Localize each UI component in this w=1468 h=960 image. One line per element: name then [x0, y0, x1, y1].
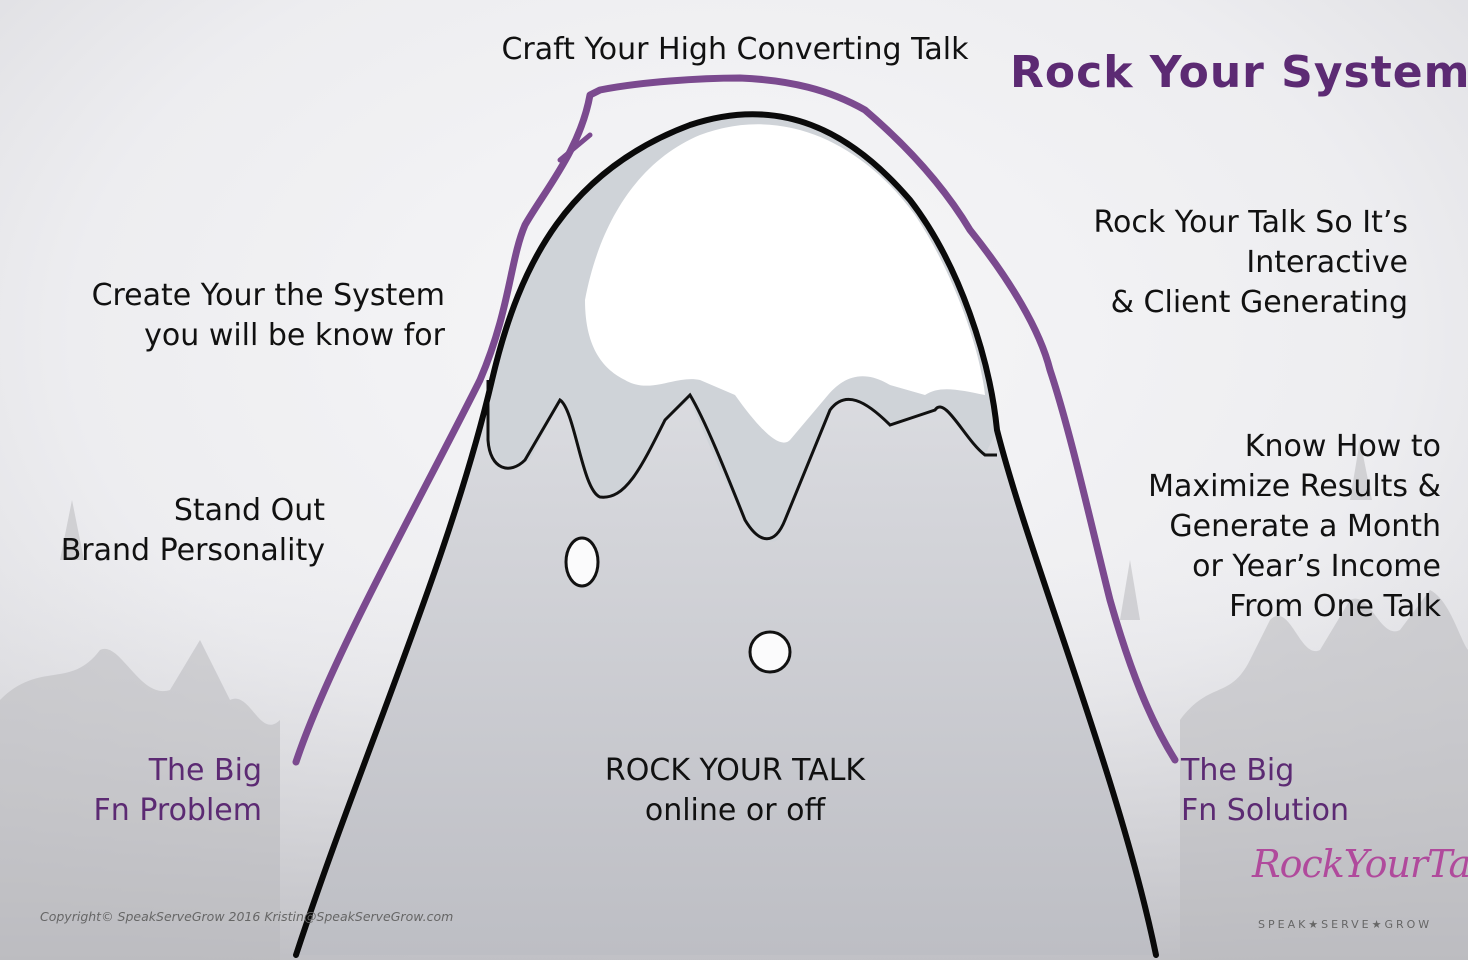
label-line: Rock Your Talk So It’s: [1093, 205, 1408, 240]
label-line: Fn Solution: [1181, 793, 1350, 828]
label-line: Generate a Month: [1169, 509, 1441, 544]
label-line: you will be know for: [144, 318, 445, 353]
label-stand-out: Stand Out Brand Personality: [20, 491, 325, 571]
label-line: Brand Personality: [60, 533, 325, 568]
label-create-system: Create Your the System you will be know …: [30, 276, 445, 356]
label-line: The Big: [1181, 753, 1295, 788]
label-big-problem: The Big Fn Problem: [40, 751, 262, 831]
label-line: Maximize Results &: [1148, 469, 1441, 504]
journey-path: [292, 74, 1179, 766]
copyright-notice: Copyright© SpeakServeGrow 2016 Kristin@S…: [40, 909, 454, 924]
label-line: Fn Problem: [93, 793, 262, 828]
logo-tagline: SPEAK★SERVE★GROW: [1258, 918, 1433, 931]
slide-title: Rock Your System: [1010, 47, 1468, 98]
label-line: Stand Out: [173, 493, 325, 528]
label-line: Interactive: [1246, 245, 1408, 280]
label-maximize-results: Know How to Maximize Results & Generate …: [1080, 427, 1441, 627]
label-line: Know How to: [1244, 429, 1441, 464]
label-line: Create Your the System: [91, 278, 445, 313]
journey-path-accent: [557, 132, 593, 163]
label-rock-talk-interactive: Rock Your Talk So It’s Interactive & Cli…: [1000, 203, 1408, 323]
snowball: [564, 536, 600, 588]
mountain-outline: [293, 111, 1159, 958]
label-rock-your-talk: ROCK YOUR TALK online or off: [540, 751, 930, 831]
snow-drip-outline: [486, 380, 997, 541]
label-big-solution: The Big Fn Solution: [1181, 751, 1441, 831]
snow-cap: [585, 124, 985, 443]
label-line: & Client Generating: [1110, 285, 1408, 320]
peak-label: Craft Your High Converting Talk: [501, 32, 969, 67]
snowball: [748, 630, 792, 674]
label-line: or Year’s Income: [1192, 549, 1441, 584]
label-line: From One Talk: [1229, 589, 1441, 624]
label-line: The Big: [148, 753, 262, 788]
label-line: online or off: [644, 793, 826, 828]
label-line: ROCK YOUR TALK: [604, 753, 866, 788]
